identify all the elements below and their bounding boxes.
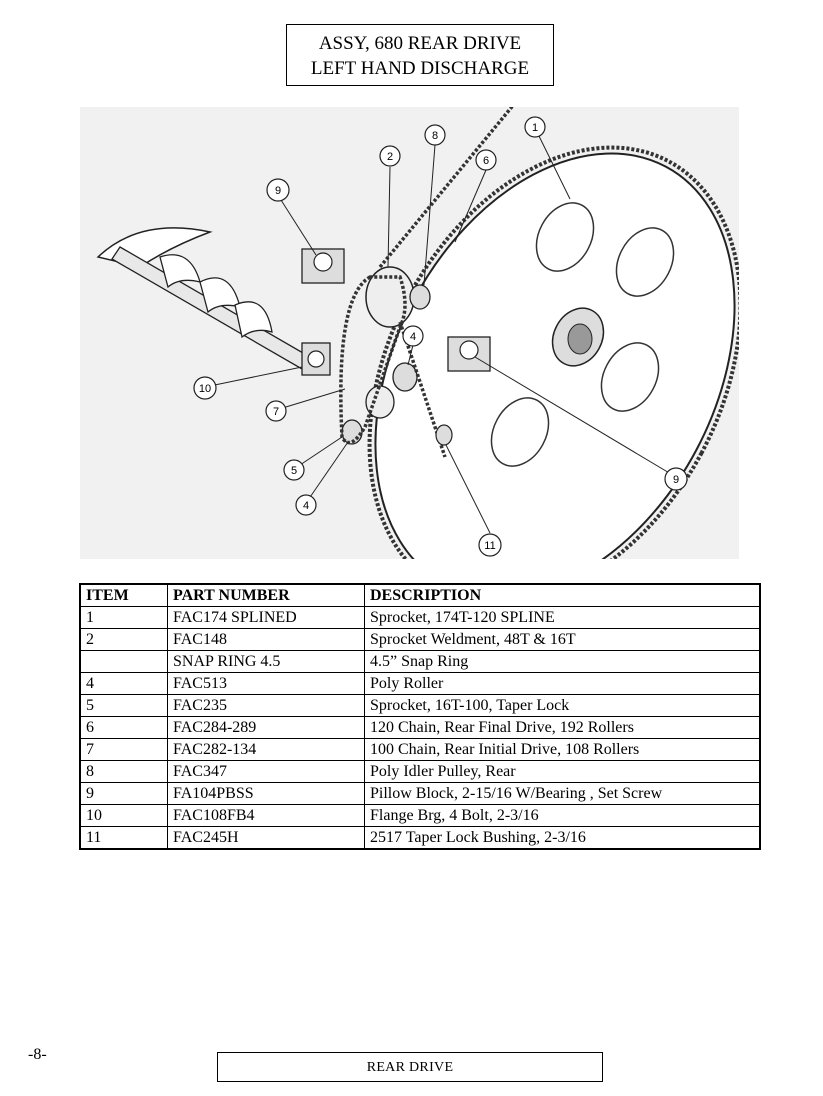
table-row: SNAP RING 4.5 4.5” Snap Ring: [79, 650, 761, 673]
page-number: -8-: [28, 1046, 47, 1063]
callout-label: 8: [432, 130, 438, 142]
table-row: 5 FAC235 Sprocket, 16T-100, Taper Lock: [79, 694, 761, 717]
part-number-cell: FA104PBSS: [167, 782, 365, 805]
item-cell: [79, 650, 168, 673]
part-number-cell: FAC347: [167, 760, 365, 783]
callout-label: 4: [410, 331, 416, 343]
callout-7: 7: [265, 400, 287, 422]
table-row: 1 FAC174 SPLINED Sprocket, 174T-120 SPLI…: [79, 606, 761, 629]
table-row: 2 FAC148 Sprocket Weldment, 48T & 16T: [79, 628, 761, 651]
item-cell: 10: [79, 804, 168, 827]
part-number-cell: FAC513: [167, 672, 365, 695]
pillow-block-bore-shape: [313, 252, 333, 272]
description-cell: 120 Chain, Rear Final Drive, 192 Rollers: [364, 716, 761, 739]
part-number-cell: FAC174 SPLINED: [167, 606, 365, 629]
column-header-item: ITEM: [79, 583, 168, 607]
callout-10: 10: [193, 376, 217, 400]
table-row: 6 FAC284-289 120 Chain, Rear Final Drive…: [79, 716, 761, 739]
callout-label: 5: [291, 465, 297, 477]
exploded-parts-diagram: 1 2 8 6 9 4 10 7: [80, 107, 739, 559]
callout-label: 9: [275, 185, 281, 197]
page-title: ASSY, 680 REAR DRIVE LEFT HAND DISCHARGE: [286, 24, 554, 86]
sprocket-hole-shape: [535, 202, 595, 272]
sprocket-hole-shape: [600, 342, 660, 412]
description-cell: Poly Idler Pulley, Rear: [364, 760, 761, 783]
description-cell: Poly Roller: [364, 672, 761, 695]
item-cell: 1: [79, 606, 168, 629]
callout-2: 2: [379, 145, 401, 167]
taper-lock-bushing-shape: [435, 424, 453, 446]
callout-label: 2: [387, 151, 393, 163]
sprocket-hole-shape: [615, 227, 675, 297]
description-cell: Sprocket, 174T-120 SPLINE: [364, 606, 761, 629]
description-cell: Sprocket Weldment, 48T & 16T: [364, 628, 761, 651]
callout-label: 4: [303, 500, 309, 512]
description-cell: Pillow Block, 2-15/16 W/Bearing , Set Sc…: [364, 782, 761, 805]
part-number-cell: FAC282-134: [167, 738, 365, 761]
callout-label: 1: [532, 122, 538, 134]
pillow-block-bore-shape: [459, 340, 479, 360]
leader-lines: [204, 131, 677, 534]
item-cell: 11: [79, 826, 168, 850]
description-cell: 100 Chain, Rear Initial Drive, 108 Rolle…: [364, 738, 761, 761]
part-number-cell: FAC284-289: [167, 716, 365, 739]
callout-9-right: 9: [664, 467, 688, 491]
final-drive-chain-shape: [378, 107, 515, 458]
description-cell: Flange Brg, 4 Bolt, 2-3/16: [364, 804, 761, 827]
table-header-row: ITEM PART NUMBER DESCRIPTION: [79, 583, 761, 607]
table-row: 11 FAC245H 2517 Taper Lock Bushing, 2-3/…: [79, 826, 761, 850]
part-number-cell: FAC148: [167, 628, 365, 651]
initial-drive-chain-shape: [339, 275, 407, 445]
callout-label: 10: [199, 383, 211, 395]
item-cell: 2: [79, 628, 168, 651]
item-cell: 8: [79, 760, 168, 783]
callout-4-upper: 4: [402, 325, 424, 347]
poly-roller-shape: [365, 385, 395, 419]
part-number-cell: FAC235: [167, 694, 365, 717]
table-row: 8 FAC347 Poly Idler Pulley, Rear: [79, 760, 761, 783]
table-row: 4 FAC513 Poly Roller: [79, 672, 761, 695]
callout-1: 1: [524, 116, 546, 138]
callout-11: 11: [478, 533, 502, 557]
diagram-svg: 1 2 8 6 9 4 10 7: [96, 107, 739, 559]
part-number-cell: FAC245H: [167, 826, 365, 850]
part-number-cell: FAC108FB4: [167, 804, 365, 827]
table-row: 10 FAC108FB4 Flange Brg, 4 Bolt, 2-3/16: [79, 804, 761, 827]
auger-flight-shape: [234, 301, 273, 339]
item-cell: 9: [79, 782, 168, 805]
description-cell: Sprocket, 16T-100, Taper Lock: [364, 694, 761, 717]
table-row: 7 FAC282-134 100 Chain, Rear Initial Dri…: [79, 738, 761, 761]
callout-8: 8: [424, 124, 446, 146]
callout-5: 5: [283, 459, 305, 481]
large-sprocket-shape: [374, 152, 736, 559]
part-number-cell: SNAP RING 4.5: [167, 650, 365, 673]
callout-9-top: 9: [266, 178, 290, 202]
title-line-1: ASSY, 680 REAR DRIVE: [318, 33, 522, 54]
callout-label: 11: [484, 540, 495, 552]
item-cell: 4: [79, 672, 168, 695]
section-footer: REAR DRIVE: [217, 1052, 603, 1082]
column-header-part-number: PART NUMBER: [167, 583, 365, 607]
item-cell: 7: [79, 738, 168, 761]
callout-label: 9: [673, 474, 679, 486]
description-cell: 2517 Taper Lock Bushing, 2-3/16: [364, 826, 761, 850]
description-cell: 4.5” Snap Ring: [364, 650, 761, 673]
callout-label: 6: [483, 155, 489, 167]
callout-4-lower: 4: [295, 494, 317, 516]
flange-bearing-bore-shape: [307, 350, 325, 368]
sprocket-bore-shape: [567, 323, 593, 355]
column-header-description: DESCRIPTION: [364, 583, 761, 607]
item-cell: 5: [79, 694, 168, 717]
callout-label: 7: [273, 406, 279, 418]
item-cell: 6: [79, 716, 168, 739]
idler-pulley-shape: [409, 284, 431, 310]
title-line-2: LEFT HAND DISCHARGE: [310, 58, 530, 79]
callout-6: 6: [475, 149, 497, 171]
sprocket-hole-shape: [490, 397, 550, 467]
parts-table: ITEM PART NUMBER DESCRIPTION 1 FAC174 SP…: [79, 583, 761, 850]
table-row: 9 FA104PBSS Pillow Block, 2-15/16 W/Bear…: [79, 782, 761, 805]
